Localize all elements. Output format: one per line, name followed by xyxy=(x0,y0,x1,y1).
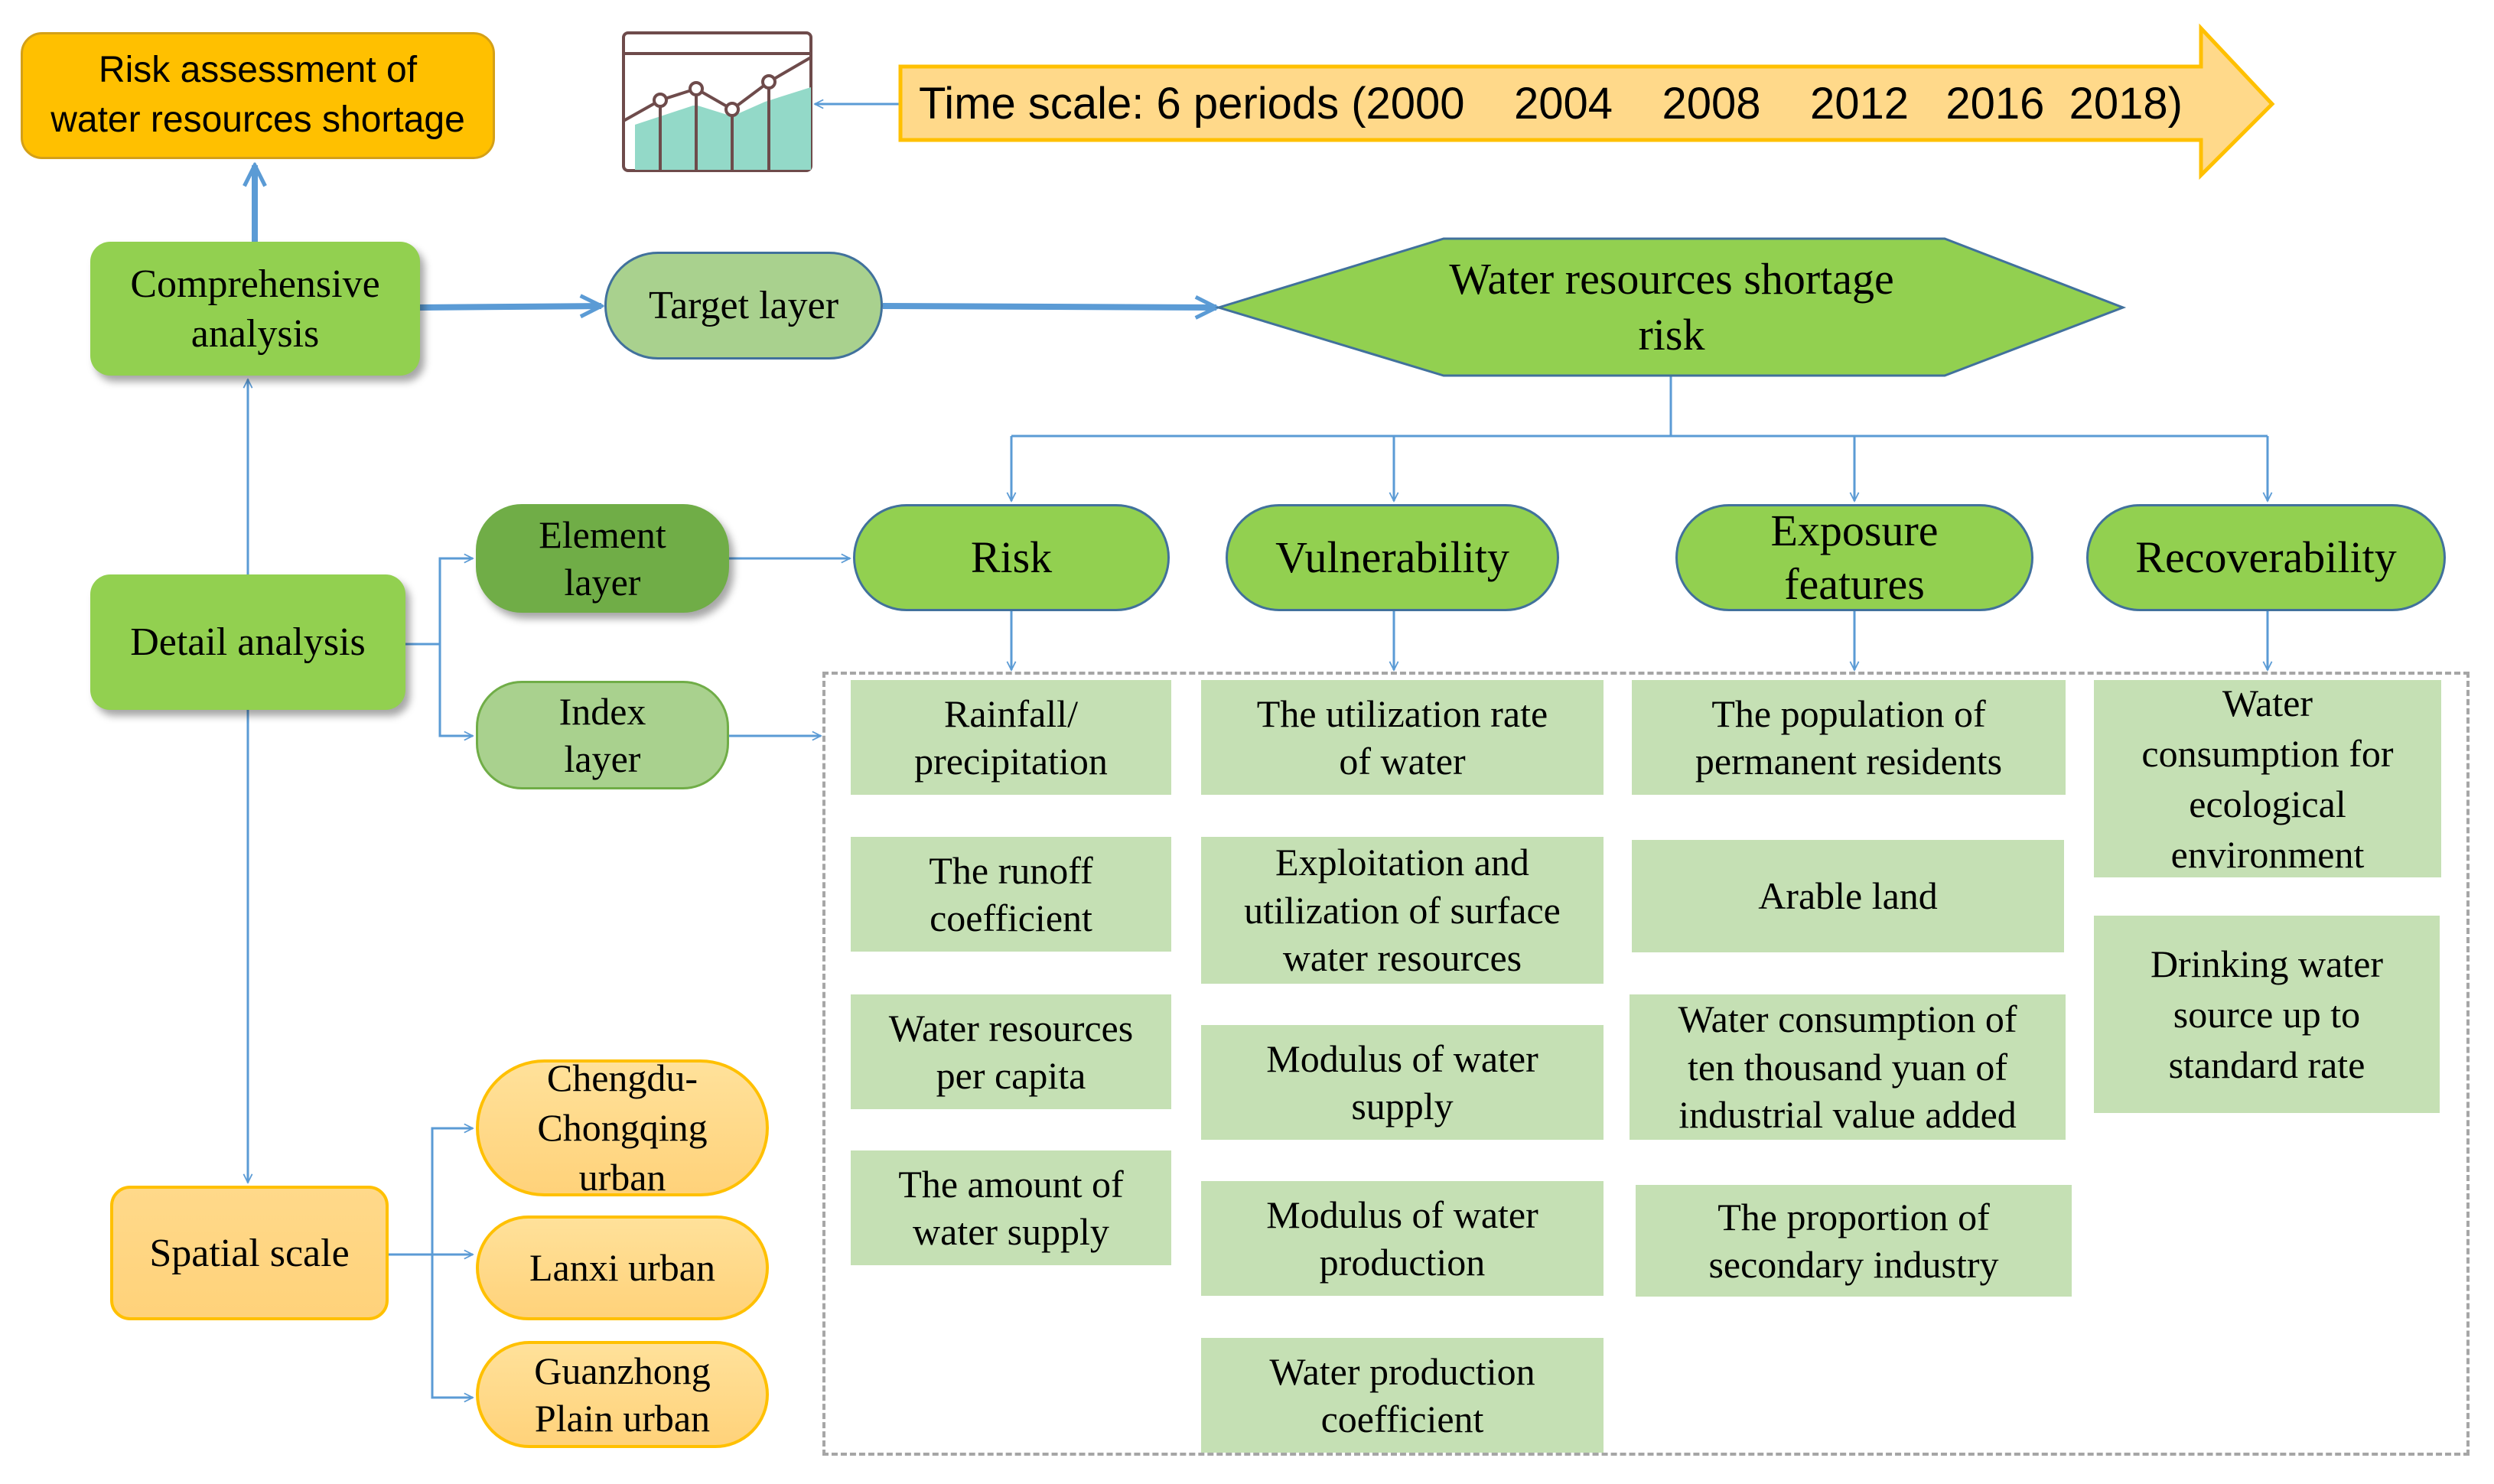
index-vulnerability-production-modulus: Modulus of water production xyxy=(1201,1181,1604,1296)
index-exposure-industrial-water: Water consumption of ten thousand yuan o… xyxy=(1630,994,2066,1140)
spatial-unit-lanxi: Lanxi urban xyxy=(476,1216,769,1320)
index-exposure-population: The population of permanent residents xyxy=(1632,680,2066,795)
arrow-to-target-node xyxy=(882,306,1216,308)
time-scale-arrow xyxy=(898,23,2275,181)
line-chart-icon xyxy=(622,31,812,172)
element-vulnerability: Vulnerability xyxy=(1226,504,1559,611)
arrow-to-target-layer xyxy=(419,306,601,308)
index-exposure-arable-land: Arable land xyxy=(1632,840,2064,952)
spatial-unit-guanzhong: Guanzhong Plain urban xyxy=(476,1341,769,1448)
index-exposure-secondary-industry: The proportion of secondary industry xyxy=(1636,1185,2072,1297)
target-layer-pill: Target layer xyxy=(604,252,883,360)
risk-assessment-box: Risk assessment of water resources short… xyxy=(21,32,495,159)
index-risk-runoff: The runoff coefficient xyxy=(851,837,1171,952)
index-recoverability-ecological-water: Water consumption for ecological environ… xyxy=(2094,680,2441,877)
index-vulnerability-utilization-rate: The utilization rate of water xyxy=(1201,680,1604,795)
index-vulnerability-surface-water: Exploitation and utilization of surface … xyxy=(1201,837,1604,984)
element-exposure-features: Exposure features xyxy=(1675,504,2033,611)
comprehensive-analysis-box: Comprehensive analysis xyxy=(90,242,420,376)
indicator-container xyxy=(822,672,2470,1456)
index-risk-rainfall: Rainfall/ precipitation xyxy=(851,680,1171,795)
index-risk-water-per-capita: Water resources per capita xyxy=(851,994,1171,1109)
element-risk: Risk xyxy=(853,504,1170,611)
index-vulnerability-production-coefficient: Water production coefficient xyxy=(1201,1338,1604,1453)
element-layer-pill: Element layer xyxy=(476,504,729,613)
index-recoverability-drinking-water: Drinking water source up to standard rat… xyxy=(2094,916,2440,1113)
target-node-label: Water resources shortage risk xyxy=(1449,254,1894,360)
target-node-hexagon xyxy=(1214,237,2127,377)
time-scale-label: Time scale: 6 periods (2000 2004 2008 20… xyxy=(919,78,2183,129)
spatial-unit-chengdu-chongqing: Chengdu- Chongqing urban xyxy=(476,1056,769,1199)
index-risk-water-supply-amount: The amount of water supply xyxy=(851,1150,1171,1265)
index-vulnerability-supply-modulus: Modulus of water supply xyxy=(1201,1025,1604,1140)
branch-spatial xyxy=(389,1128,473,1256)
element-recoverability: Recoverability xyxy=(2086,504,2446,611)
detail-analysis-box: Detail analysis xyxy=(90,574,405,710)
index-layer-pill: Index layer xyxy=(476,681,729,789)
branch-detail xyxy=(405,558,473,646)
spatial-scale-box: Spatial scale xyxy=(110,1186,389,1320)
